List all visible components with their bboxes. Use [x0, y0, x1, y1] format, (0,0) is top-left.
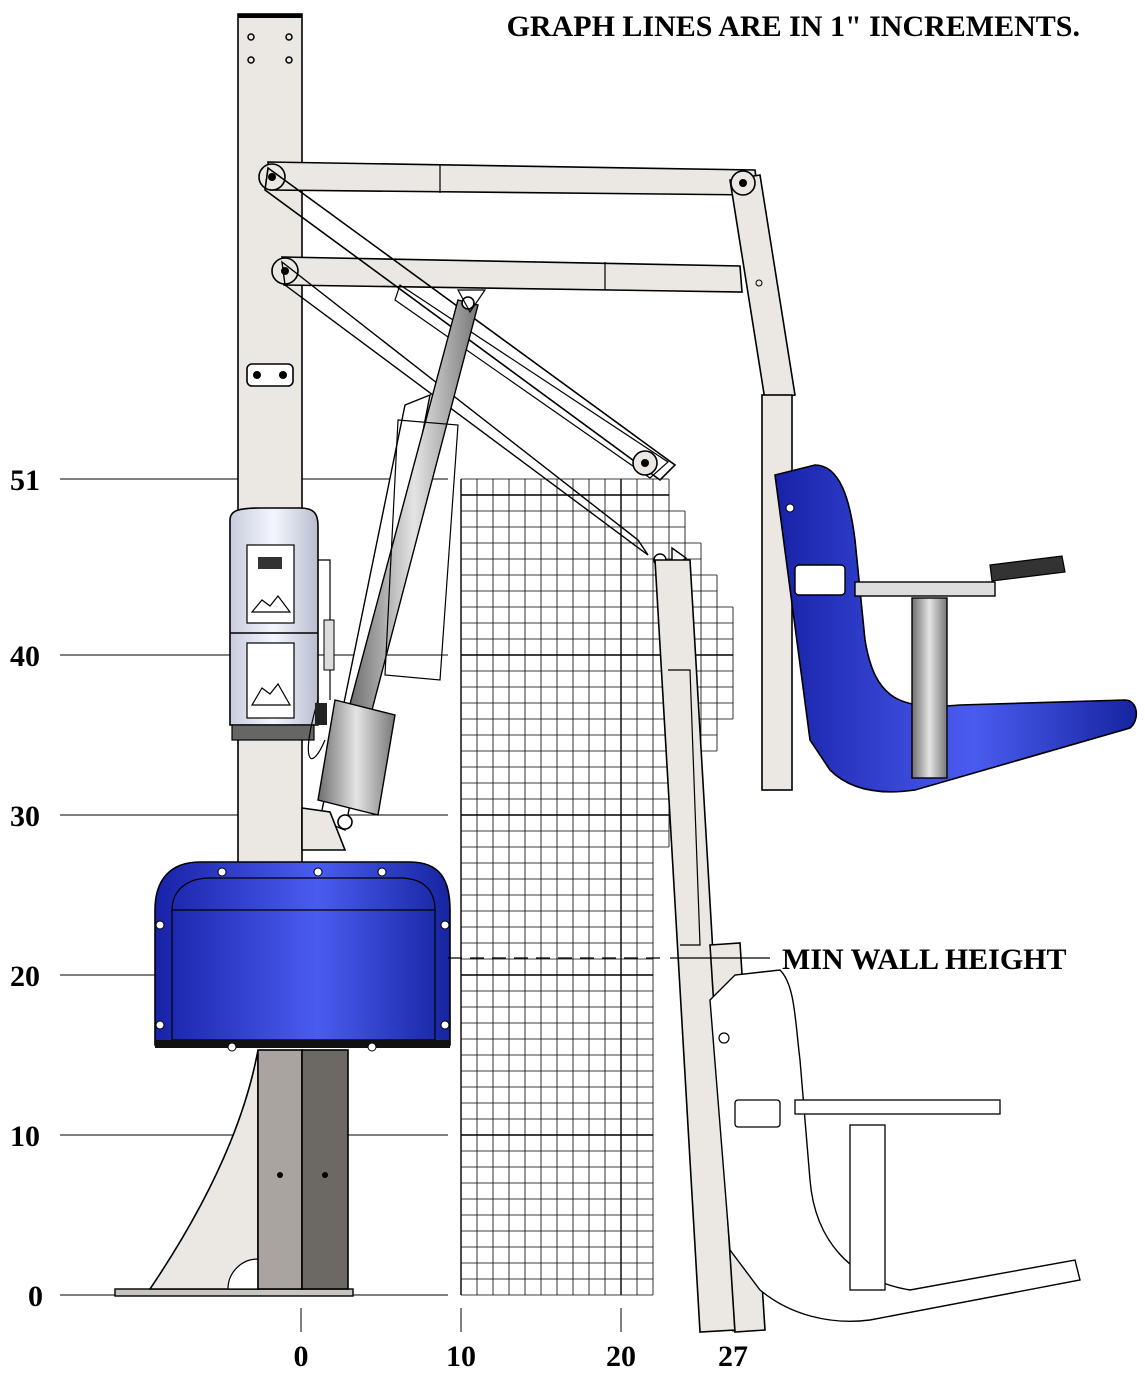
control-box	[229, 507, 335, 760]
x-label-27: 27	[718, 1340, 748, 1373]
y-label-40: 40	[10, 640, 40, 673]
x-axis-labels: 0 10 20 27	[294, 1340, 749, 1373]
y-label-51: 51	[10, 464, 40, 497]
y-label-10: 10	[10, 1120, 40, 1153]
lift-arms	[258, 161, 796, 570]
x-axis-ticks	[300, 1308, 734, 1332]
seat-raised	[761, 394, 1138, 793]
y-label-30: 30	[10, 800, 40, 833]
y-label-0: 0	[28, 1280, 43, 1313]
graph-increment-note: GRAPH LINES ARE IN 1" INCREMENTS.	[507, 10, 1080, 43]
x-label-0: 0	[294, 1340, 309, 1373]
battery-housing	[154, 861, 451, 1052]
x-label-10: 10	[446, 1340, 476, 1373]
seat-lowered	[654, 559, 1081, 1333]
base-and-post	[114, 1049, 354, 1297]
y-axis-labels: 51 40 30 20 10 0	[10, 464, 43, 1313]
actuator	[301, 289, 487, 851]
y-label-20: 20	[10, 960, 40, 993]
mast	[237, 13, 303, 885]
x-label-20: 20	[606, 1340, 636, 1373]
min-wall-height-label: MIN WALL HEIGHT	[782, 943, 1067, 976]
